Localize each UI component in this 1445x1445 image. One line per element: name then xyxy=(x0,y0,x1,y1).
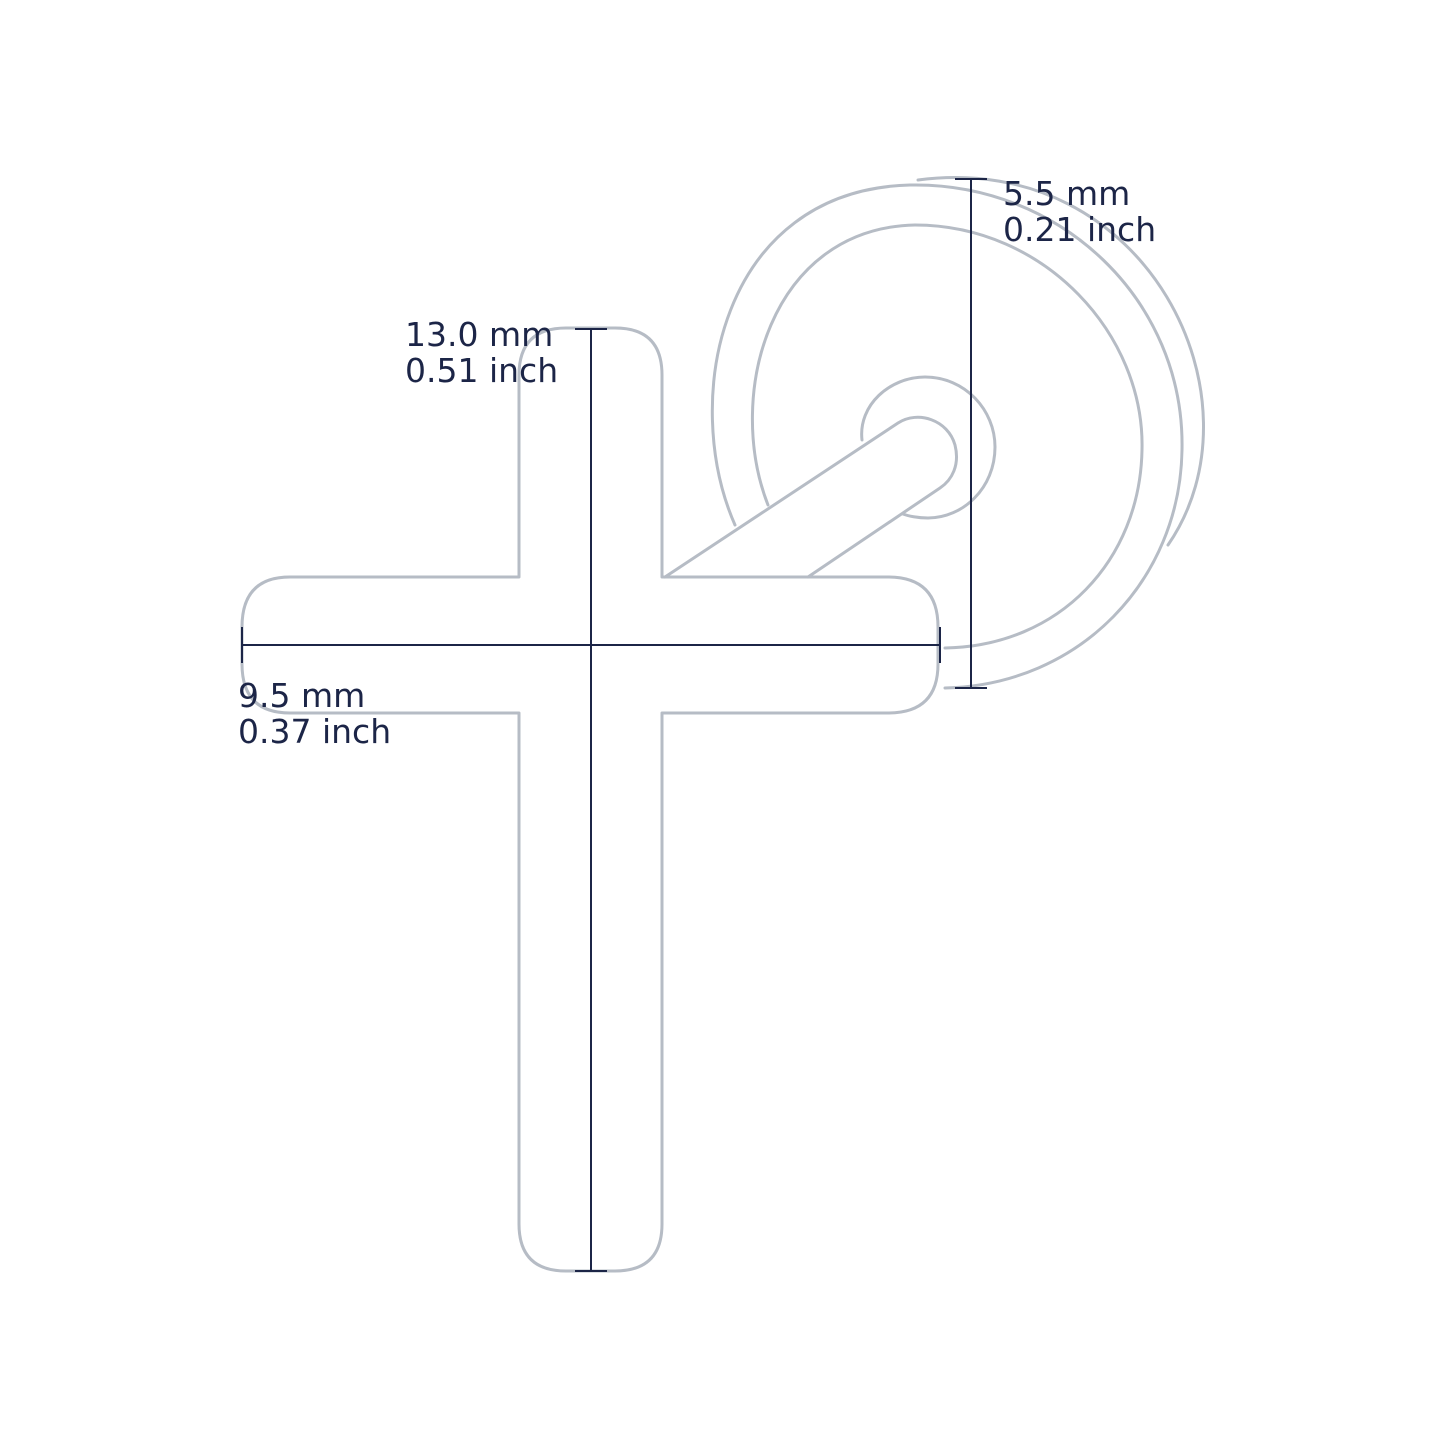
backing-inch-label: 0.21 inch xyxy=(1003,210,1156,249)
height-dimension: 13.0 mm 0.51 inch xyxy=(405,315,607,1272)
width-dimension: 9.5 mm 0.37 inch xyxy=(238,627,941,751)
earring-post xyxy=(663,415,958,579)
backing-dimension: 5.5 mm 0.21 inch xyxy=(955,174,1156,689)
height-mm-label: 13.0 mm xyxy=(405,315,553,354)
cross-outline xyxy=(240,326,940,1273)
backing-mm-label: 5.5 mm xyxy=(1003,174,1130,213)
back-outer-rim xyxy=(916,176,1205,547)
back-front-face xyxy=(710,183,1184,690)
width-inch-label: 0.37 inch xyxy=(238,712,391,751)
width-mm-label: 9.5 mm xyxy=(238,676,365,715)
height-inch-label: 0.51 inch xyxy=(405,351,558,390)
earring-back xyxy=(710,176,1205,690)
back-inner-ring xyxy=(750,223,1144,650)
back-center-hub xyxy=(860,375,997,520)
